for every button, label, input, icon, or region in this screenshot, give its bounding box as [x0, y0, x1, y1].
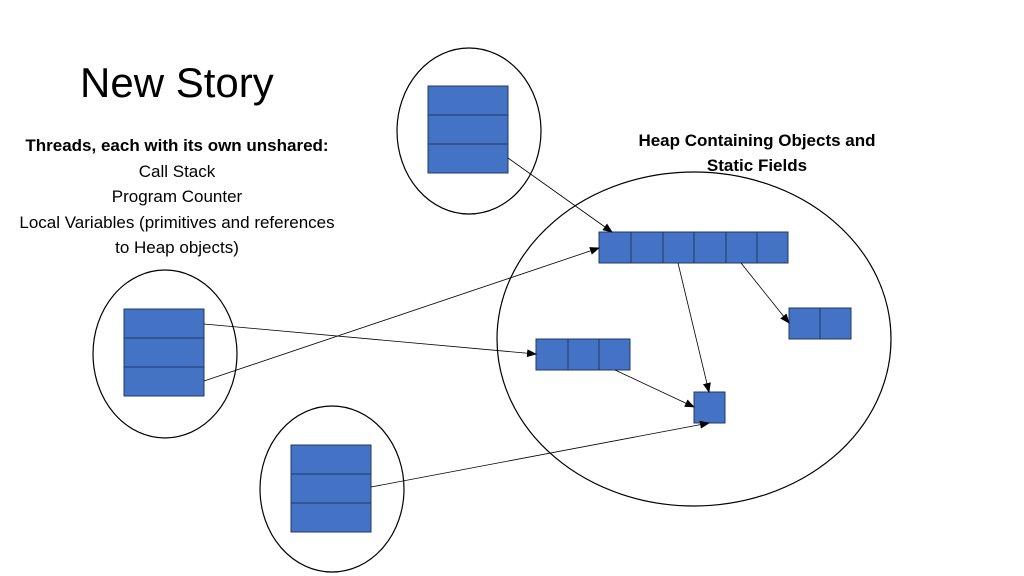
object-cell: [788, 307, 821, 340]
heap-label-line: Static Fields: [706, 156, 808, 175]
stack-cell: [427, 143, 509, 174]
object-cell: [598, 338, 631, 371]
threads-item: to Heap objects): [115, 238, 239, 258]
reference-arrow: [370, 420, 710, 488]
object-cell: [662, 231, 695, 264]
stack-cell: [427, 85, 509, 116]
heap-ellipse: [496, 171, 892, 507]
stack-cell: [290, 444, 372, 475]
stack-cell: [123, 308, 205, 339]
reference-arrow: [614, 369, 695, 408]
reference-arrow: [203, 247, 600, 382]
object-cell: [693, 391, 726, 424]
object-cell: [725, 231, 758, 264]
object-cell: [535, 338, 569, 371]
slide-title: New Story: [80, 59, 274, 106]
threads-item: Program Counter: [111, 187, 243, 207]
reference-arrow: [677, 262, 711, 393]
reference-arrow: [740, 262, 790, 324]
object-cell: [630, 231, 664, 264]
object-cell: [598, 231, 632, 264]
object-cell: [819, 307, 852, 340]
thread-circle-bottom: [259, 405, 405, 573]
thread-stack-top: [427, 85, 509, 174]
stack-cell: [123, 337, 205, 368]
thread-circle-middle: [92, 269, 238, 439]
thread-stack-middle: [123, 308, 205, 397]
thread-stack-bottom: [290, 444, 372, 533]
heap-object-medium: [535, 338, 631, 371]
object-cell: [756, 231, 789, 264]
threads-heading: Threads, each with its own unshared:: [25, 136, 329, 155]
stack-cell: [290, 473, 372, 504]
reference-arrow: [203, 323, 537, 358]
heap-label-line: Heap Containing Objects and: [638, 131, 876, 150]
heap-object-single: [693, 391, 726, 424]
reference-arrow: [507, 157, 613, 233]
heap-object-small: [788, 307, 852, 340]
heap-object-large: [598, 231, 789, 264]
stack-cell: [123, 366, 205, 397]
thread-circle-top: [396, 47, 542, 215]
threads-item: Local Variables (primitives and referenc…: [19, 212, 335, 232]
heap-label: Heap Containing Objects and Static Field…: [622, 128, 892, 178]
stack-cell: [290, 502, 372, 533]
stack-cell: [427, 114, 509, 145]
object-cell: [693, 231, 727, 264]
threads-item: Call Stack: [138, 161, 216, 181]
object-cell: [567, 338, 600, 371]
threads-description: Threads, each with its own unshared: Cal…: [0, 133, 358, 261]
